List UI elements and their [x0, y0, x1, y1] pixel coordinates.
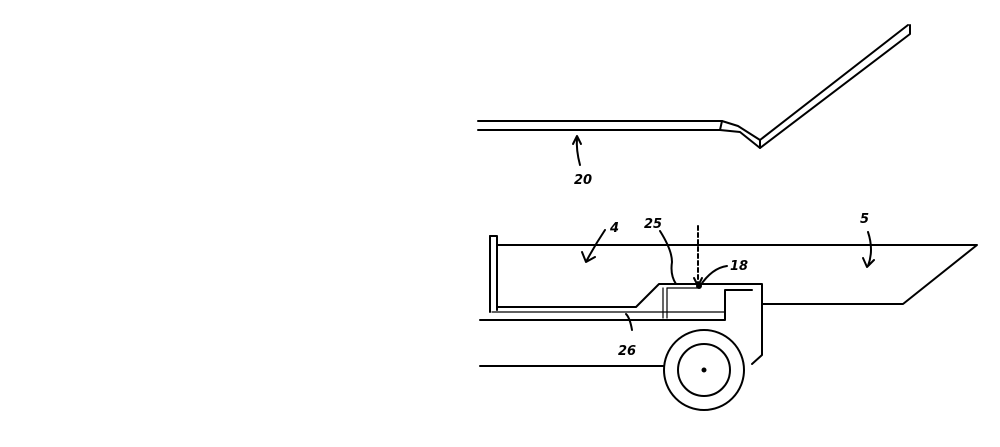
pivot-point	[696, 283, 702, 289]
label-26: 26	[618, 344, 636, 359]
arrow-5	[862, 231, 875, 268]
label-25: 25	[644, 217, 662, 232]
label-18: 18	[730, 259, 748, 274]
label-4: 4	[609, 221, 619, 236]
arrowhead-20	[572, 135, 582, 145]
leader-20	[575, 137, 581, 166]
ramp-plate	[477, 24, 911, 149]
leader-25	[659, 230, 677, 285]
label-5: 5	[860, 212, 869, 227]
truck-bed	[479, 235, 978, 367]
wheel	[663, 329, 745, 411]
leader-26	[625, 313, 633, 331]
leader-18	[699, 265, 728, 287]
label-20: 20	[574, 173, 592, 188]
arrow-4	[581, 229, 606, 263]
